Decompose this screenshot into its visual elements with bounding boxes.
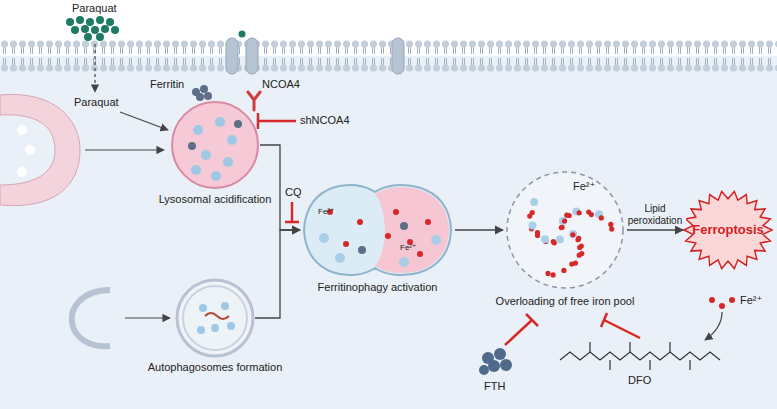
- ncoa4-receptor: [248, 92, 260, 110]
- uptake-arrow: [94, 44, 95, 92]
- autolyso-shape: [300, 182, 455, 278]
- cell-membrane: [0, 40, 777, 72]
- ion-label: Fe²⁺: [400, 243, 416, 253]
- inhibition-marks: [258, 113, 640, 345]
- compound-label: DFO: [628, 374, 651, 387]
- protein-label: NCOA4: [262, 78, 300, 91]
- node-label: Lysosomal acidification: [159, 193, 272, 206]
- ion-label: Fe²⁺: [740, 294, 762, 307]
- flow-arrow: [255, 230, 300, 318]
- auto-shape: [175, 278, 255, 358]
- free-iron: [709, 297, 735, 309]
- protein-label: Ferritin: [150, 78, 184, 91]
- autophagosome: Autophagosomes formation: [175, 278, 255, 358]
- pool-shape: [503, 168, 627, 292]
- node-label: Fe²⁺: [573, 180, 595, 193]
- iron-pool: Fe²⁺Overloading of free iron pool: [503, 168, 627, 292]
- node-caption: Overloading of free iron pool: [496, 295, 635, 308]
- node-label: Ferroptosis: [692, 222, 764, 238]
- compound-label: Paraquat: [74, 96, 119, 109]
- fth-protein: [479, 348, 512, 375]
- lyso-shape: [170, 100, 260, 190]
- ferritin-protein: [192, 85, 212, 101]
- membrane-channels: [226, 38, 404, 74]
- paraquat-arrow: [120, 112, 168, 130]
- flow-arrow: [627, 229, 683, 230]
- inhibitor-label: shNCOA4: [300, 114, 350, 127]
- lysosome: Lysosomal acidification: [170, 100, 260, 190]
- protein-label: FTH: [484, 380, 505, 393]
- inhibitor-label: CQ: [285, 186, 302, 199]
- cytoplasm: [0, 56, 777, 409]
- node-label: Autophagosomes formation: [148, 361, 283, 374]
- lysosome-precursor: [0, 94, 164, 205]
- chelation-arrow: [705, 312, 722, 340]
- compound-label: Paraquat: [72, 2, 117, 15]
- edge-label: Lipid peroxidation: [624, 203, 686, 226]
- dfo-molecule: [560, 342, 720, 370]
- phagophore: [72, 290, 170, 346]
- flow-arrow: [455, 229, 503, 230]
- paraquat-molecules: [66, 16, 246, 41]
- node-label: Ferritinophagy activation: [318, 281, 438, 294]
- ferroptosis-burst: Ferroptosis: [683, 190, 773, 270]
- autolysosome: Ferritinophagy activation: [300, 182, 455, 278]
- ion-label: Fe²⁺: [318, 207, 334, 217]
